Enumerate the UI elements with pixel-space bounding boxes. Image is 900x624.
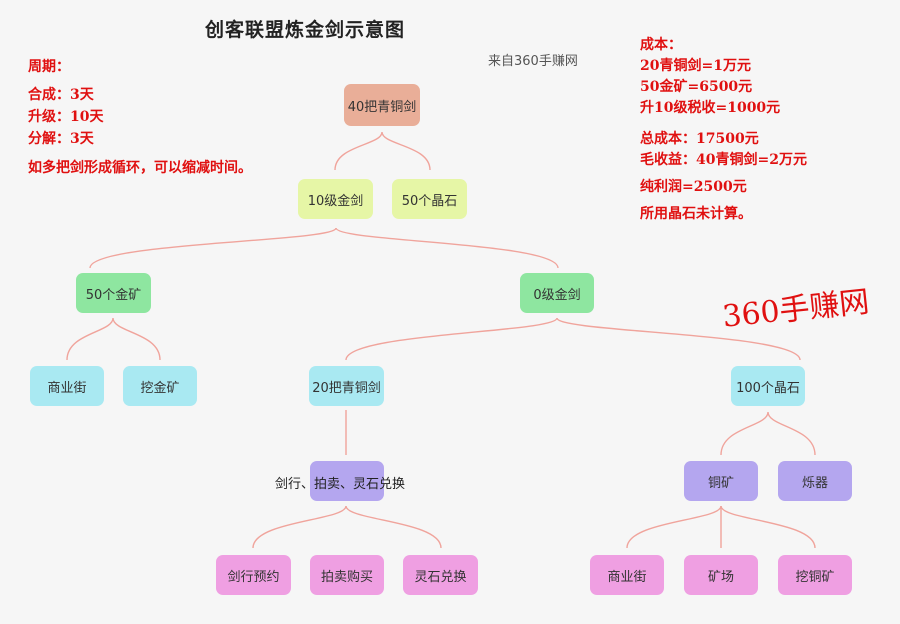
summary-net-profit: 纯利润=2500元: [640, 179, 747, 195]
cost-note: 成本： 20青铜剑=1万元 50金矿=6500元 升10级税收=1000元 总成…: [640, 36, 807, 226]
summary-crystal-note: 所用晶石未计算。: [640, 206, 752, 222]
link-copper-children: [626, 505, 816, 549]
source-label: 来自360手赚网: [488, 54, 578, 69]
node-40-bronze-swords: 40把青铜剑: [344, 84, 420, 126]
link-channels-children: [252, 505, 442, 549]
node-dig-gold-ore: 挖金矿: [123, 366, 197, 406]
node-level10-gold-sword: 10级金剑: [298, 179, 373, 219]
link-crystal100-children: [720, 411, 816, 456]
cycle-line-decompose: 分解：3天: [28, 131, 94, 147]
cycle-line-synthesis: 合成：3天: [28, 87, 94, 103]
summary-total-cost: 总成本：17500元: [640, 131, 759, 147]
node-spirit-stone-exchange: 灵石兑换: [403, 555, 478, 595]
node-auction-purchase: 拍卖购买: [310, 555, 384, 595]
node-20-bronze-swords: 20把青铜剑: [309, 366, 384, 406]
link-sword0-children: [345, 317, 801, 361]
cost-line-bronze: 20青铜剑=1万元: [640, 58, 751, 74]
node-50-crystals: 50个晶石: [392, 179, 467, 219]
summary-gross-income: 毛收益：40青铜剑=2万元: [640, 152, 807, 168]
node-channels-box: [310, 461, 384, 501]
node-mine-field: 矿场: [684, 555, 758, 595]
node-furnace: 烁器: [778, 461, 852, 501]
node-dig-copper-ore: 挖铜矿: [778, 555, 852, 595]
node-commercial-street: 商业街: [30, 366, 104, 406]
node-level0-gold-sword: 0级金剑: [520, 273, 594, 313]
node-commercial-street-2: 商业街: [590, 555, 664, 595]
cost-heading: 成本：: [640, 37, 682, 53]
link-sword10-children: [89, 227, 559, 269]
link-gold50-children: [66, 317, 161, 361]
node-50-gold-ore: 50个金矿: [76, 273, 151, 313]
node-copper-ore: 铜矿: [684, 461, 758, 501]
node-channels-label: 剑行、拍卖、灵石兑换: [275, 477, 406, 492]
cycle-note: 周期： 合成：3天 升级：10天 分解：3天 如多把剑形成循环，可以缩减时间。: [28, 58, 253, 180]
cost-line-gold: 50金矿=6500元: [640, 79, 753, 95]
cycle-line-upgrade: 升级：10天: [28, 109, 104, 125]
cost-line-tax: 升10级税收=1000元: [640, 100, 781, 116]
node-100-crystals: 100个晶石: [731, 366, 805, 406]
cycle-tip: 如多把剑形成循环，可以缩减时间。: [28, 160, 252, 176]
link-root-children: [334, 131, 431, 171]
page-title: 创客联盟炼金剑示意图: [205, 19, 406, 41]
node-sword-shop-reserve: 剑行预约: [216, 555, 291, 595]
cycle-heading: 周期：: [28, 59, 70, 75]
